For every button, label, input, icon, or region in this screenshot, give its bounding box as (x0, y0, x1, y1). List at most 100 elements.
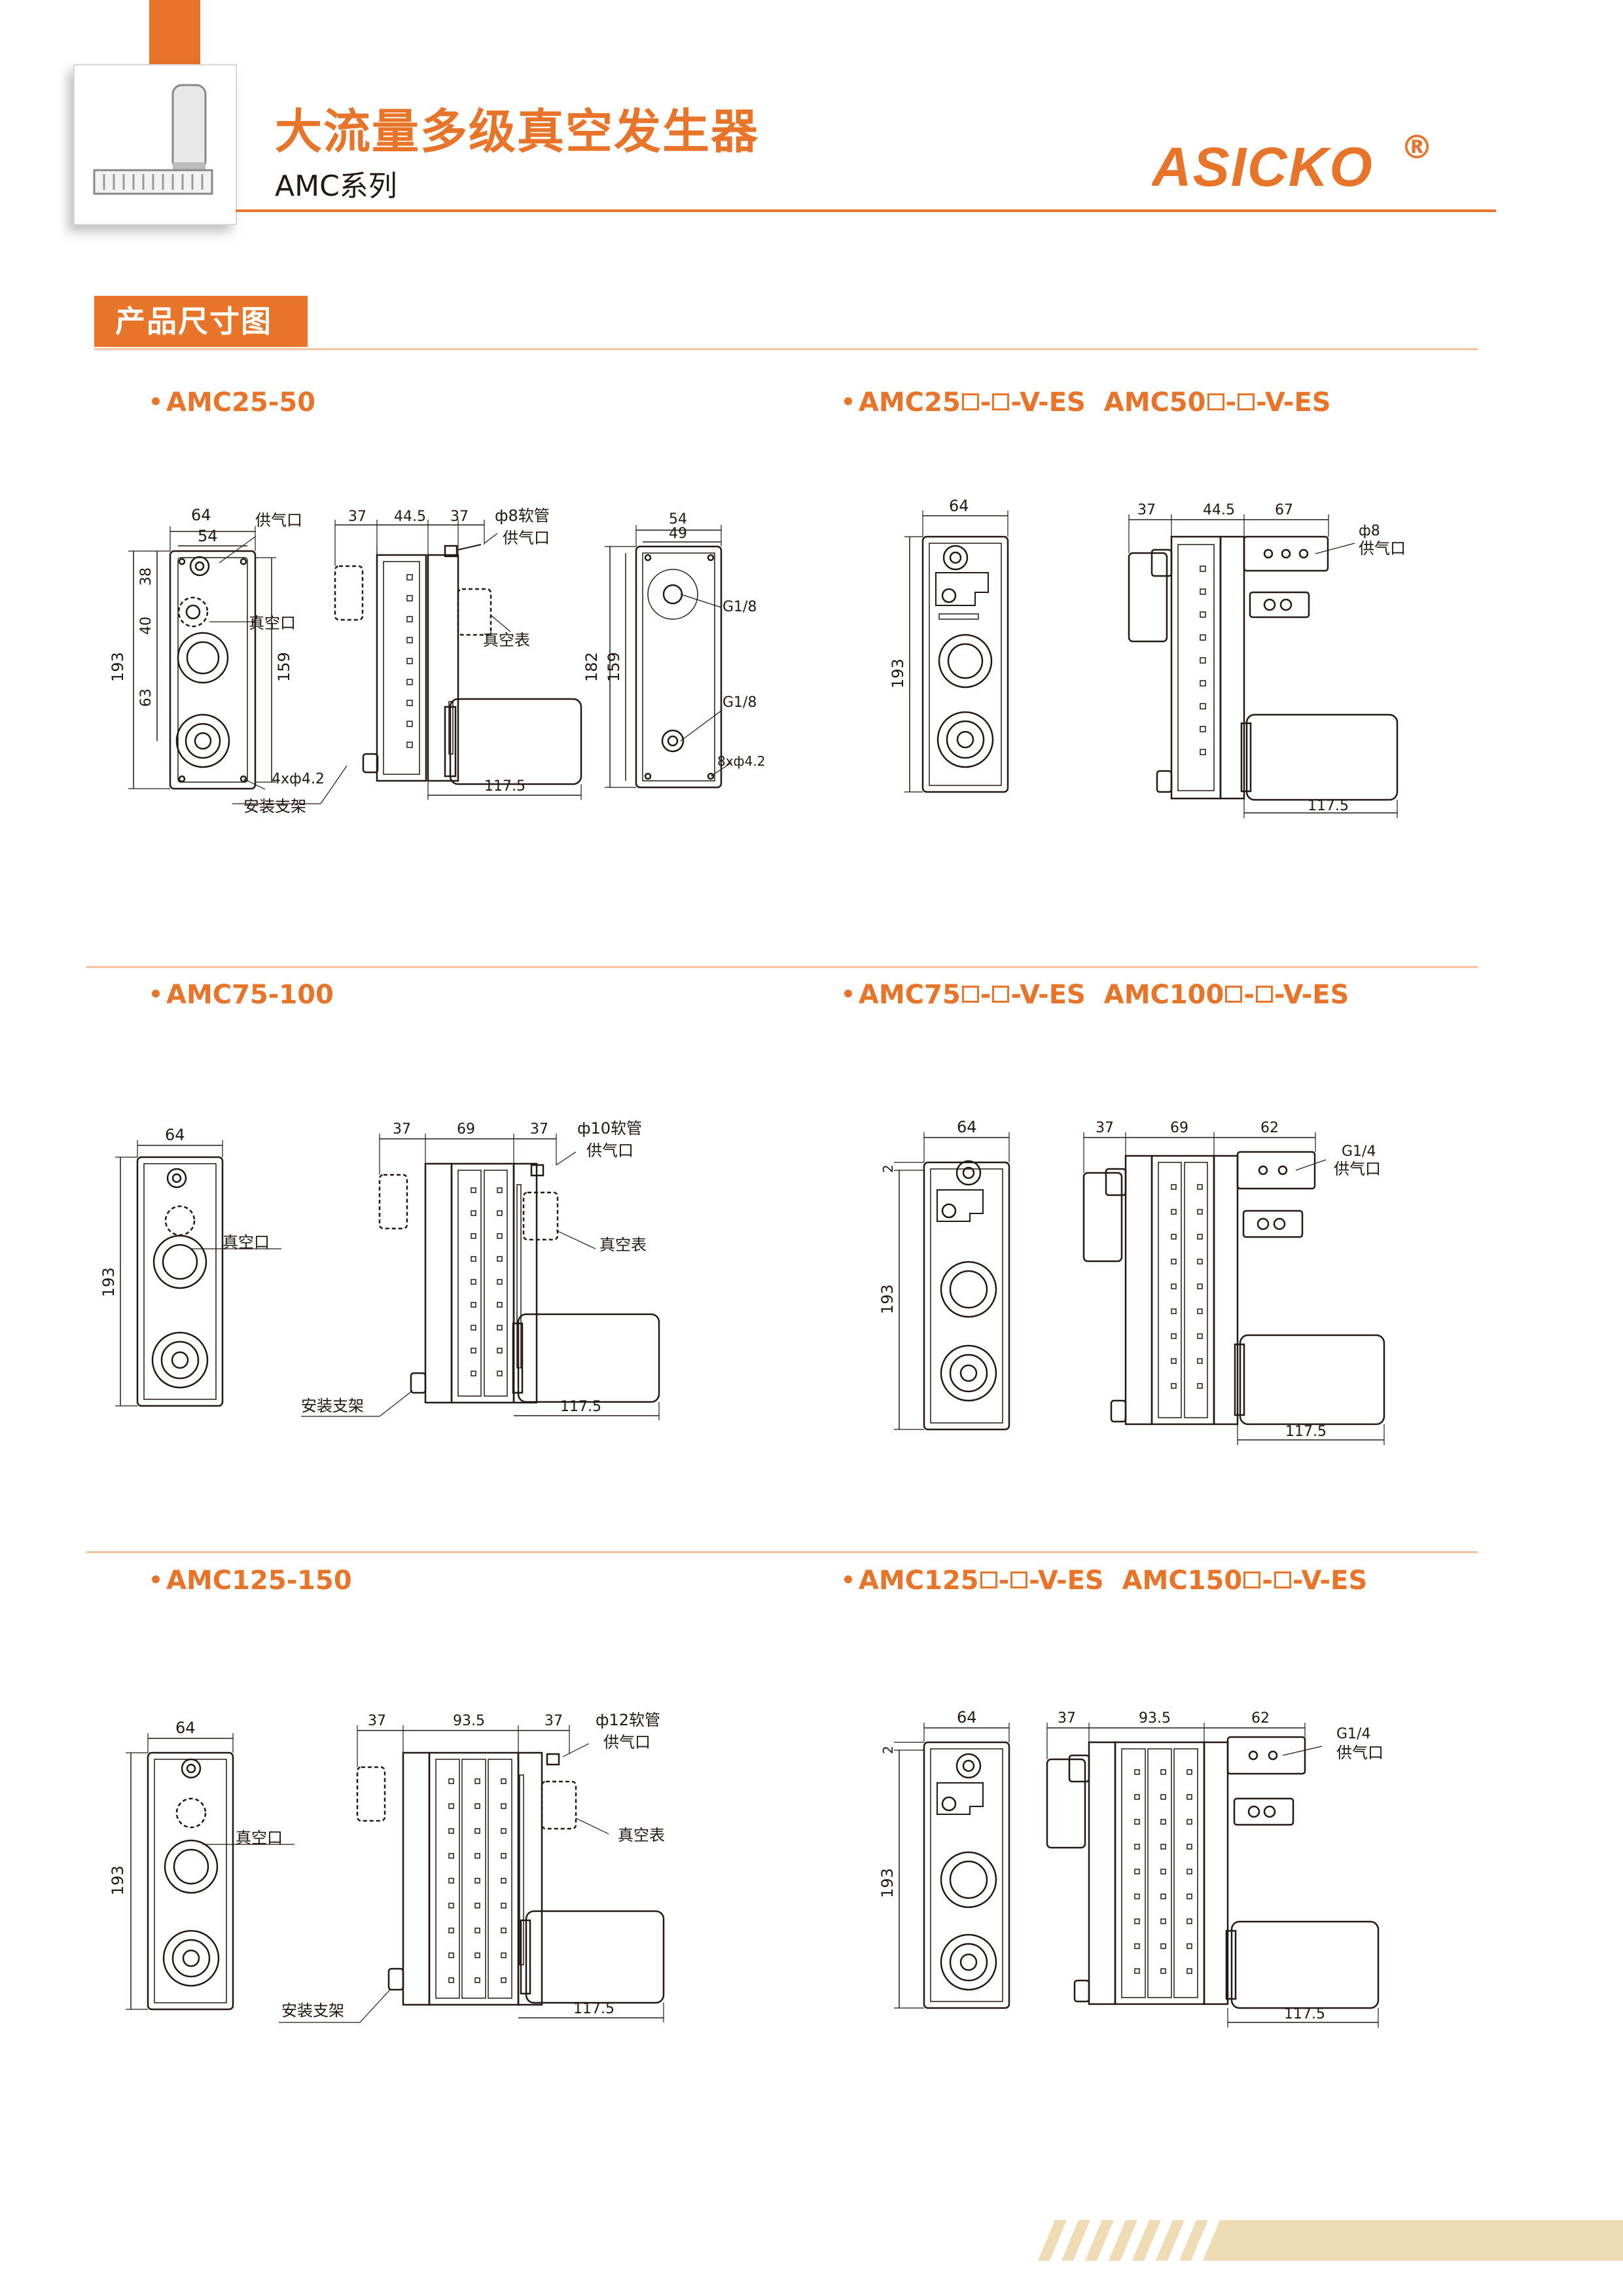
dim-64: 64 (957, 1708, 977, 1727)
dim-37: 37 (368, 1713, 386, 1729)
label-supply: 供气口 (1334, 1160, 1381, 1178)
model-suffix: -V-ES (1010, 980, 1086, 1010)
model-dash: - (1225, 387, 1237, 418)
dim-62: 62 (1260, 1120, 1279, 1136)
placeholder-box-icon (992, 986, 1010, 1003)
label-supply: 供气口 (603, 1733, 651, 1751)
model-name: AMC25-50 (166, 387, 316, 418)
dim-117-5: 117.5 (1285, 1424, 1327, 1440)
label-supply: 供气口 (586, 1141, 633, 1160)
label-tube: ф10软管 (577, 1119, 642, 1138)
label-tube: ф8软管 (495, 507, 550, 525)
label-holes: 8xф4.2 (717, 753, 765, 769)
dim-64: 64 (957, 1118, 977, 1136)
label-phi: ф8 (1359, 523, 1380, 539)
placeholder-box-icon (992, 393, 1010, 410)
row-divider (86, 1551, 1478, 1553)
model-name: AMC125-150 (166, 1566, 352, 1596)
dim-117-5: 117.5 (484, 778, 526, 795)
model-dash: - (998, 1566, 1010, 1596)
section-rule (94, 348, 1478, 350)
model-name: AMC100 (1103, 980, 1224, 1010)
dim-44-5: 44.5 (394, 509, 426, 525)
product-thumbnail (73, 64, 237, 225)
label-vacuum-port: 真空口 (249, 614, 296, 632)
dim-69: 69 (1170, 1120, 1188, 1136)
dim-64: 64 (175, 1719, 196, 1737)
model-heading-2: AMC25--V-ES AMC50--V-ES (844, 387, 1331, 418)
dim-117-5: 117.5 (573, 2001, 615, 2017)
placeholder-box-icon (1207, 393, 1224, 410)
bullet-icon (152, 397, 160, 405)
model-dash: - (1243, 980, 1255, 1010)
label-tube: ф12软管 (596, 1711, 660, 1729)
front-body (169, 550, 257, 790)
brand-logo: ASICKO (1152, 137, 1374, 196)
dim-37: 37 (393, 1121, 411, 1138)
model-suffix: -V-ES (1010, 387, 1086, 418)
header-rule (236, 209, 1496, 212)
bullet-icon (844, 397, 852, 405)
model-name: AMC50 (1103, 387, 1206, 418)
placeholder-box-icon (980, 1571, 997, 1588)
dim-37: 37 (348, 509, 366, 525)
dim-117-5: 117.5 (1308, 798, 1349, 814)
label-vacuum-port: 真空口 (236, 1829, 283, 1847)
bullet-icon (844, 1575, 852, 1583)
model-dash: - (980, 387, 991, 418)
drawing-amc25-50: 64 54 供气口 真空口 4xф4.2 安装支架 193 38 40 63 1… (109, 506, 765, 816)
label-supply: 供气口 (503, 529, 550, 547)
bullet-icon (844, 990, 852, 997)
registered-mark: ® (1400, 128, 1433, 166)
dim-193: 193 (99, 1267, 118, 1297)
dim-159: 159 (275, 652, 293, 682)
label-thread: G1/4 (1336, 1726, 1370, 1742)
label-gauge: 真空表 (618, 1826, 665, 1844)
dim-63: 63 (138, 689, 154, 707)
drawing-amc125-150: 64 193 真空口 37 93.5 37 ф12软管 供气口 真空表 117.… (109, 1711, 665, 2023)
series-name: AMC系列 (275, 170, 397, 203)
dim-37: 37 (1096, 1120, 1114, 1136)
placeholder-box-icon (961, 986, 979, 1003)
label-bracket: 安装支架 (243, 797, 306, 816)
bullet-icon (152, 1575, 160, 1583)
product-image (93, 84, 213, 195)
model-dash: - (1262, 1566, 1273, 1596)
dim-54: 54 (669, 511, 687, 528)
placeholder-box-icon (1225, 986, 1243, 1003)
label-gauge: 真空表 (599, 1236, 647, 1254)
section-title: 产品尺寸图 (94, 296, 308, 347)
dim-93-5: 93.5 (1139, 1710, 1171, 1727)
dim-37: 37 (450, 509, 469, 525)
label-vacuum-port: 真空口 (223, 1233, 270, 1251)
dim-182: 182 (582, 652, 601, 682)
dim-38: 38 (138, 567, 154, 586)
dim-193: 193 (109, 1865, 127, 1895)
dim-117-5: 117.5 (560, 1399, 601, 1415)
dim-69: 69 (457, 1121, 475, 1138)
label-supply: 供气口 (255, 511, 302, 529)
placeholder-box-icon (961, 393, 979, 410)
model-suffix: -V-ES (1029, 1566, 1104, 1596)
placeholder-box-icon (1010, 1571, 1028, 1588)
dim-117-5: 117.5 (1284, 2006, 1325, 2022)
model-name: AMC125 (859, 1566, 979, 1596)
label-holes: 4xф4.2 (272, 771, 325, 787)
model-heading-5: AMC125-150 (152, 1566, 352, 1596)
dim-64: 64 (949, 497, 969, 515)
model-heading-3: AMC75-100 (152, 980, 334, 1010)
footer-stripes (1038, 2220, 1623, 2261)
header-accent-tab (149, 0, 200, 64)
drawing-amc75-v-es: 64 193 2 37 69 62 G1/4 供气口 117.5 (878, 1118, 1385, 1445)
dim-width: 64 (191, 506, 211, 524)
dim-44-5: 44.5 (1203, 502, 1235, 518)
model-suffix: -V-ES (1274, 980, 1349, 1010)
label-thread: G1/8 (722, 694, 757, 711)
model-heading-1: AMC25-50 (152, 387, 315, 418)
brand-name: ASICKO (1152, 137, 1374, 196)
dim-193: 193 (878, 1284, 897, 1314)
row-divider (86, 966, 1478, 968)
dim-37: 37 (530, 1121, 548, 1138)
model-suffix: -V-ES (1292, 1566, 1368, 1596)
dim-width-inner: 54 (198, 527, 218, 545)
